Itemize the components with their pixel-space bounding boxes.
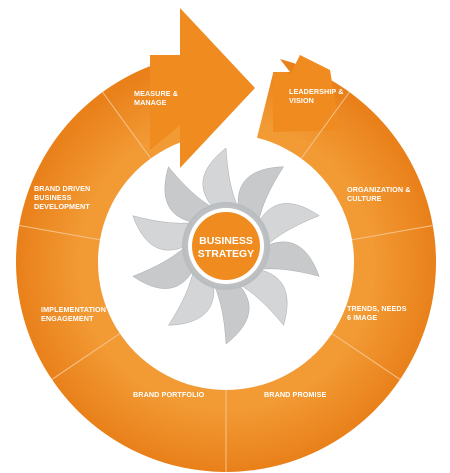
segment-divider xyxy=(19,225,101,241)
swirl-blade xyxy=(202,147,239,209)
segment-implementation-engagement[interactable]: IMPLEMENTATION & ENGAGEMENT xyxy=(41,305,113,323)
swirl-blade xyxy=(132,215,194,251)
swirl-blade xyxy=(167,269,215,326)
segment-label-line2: MANAGE xyxy=(134,98,167,107)
segment-brand-portfolio[interactable]: BRAND PORTFOLIO xyxy=(133,390,205,399)
segment-label-line2: ENGAGEMENT xyxy=(41,314,94,323)
center-label-line1: BUSINESS xyxy=(199,235,253,247)
segment-divider xyxy=(351,225,433,241)
segment-label-line3: DEVELOPMENT xyxy=(34,202,90,211)
segment-divider xyxy=(300,91,350,159)
segment-leadership-vision[interactable]: LEADERSHIP & VISION xyxy=(289,87,344,105)
segment-label-line1: LEADERSHIP & xyxy=(289,87,344,96)
tail-notch xyxy=(273,50,290,72)
center-circle xyxy=(192,212,260,280)
segment-label-line2: CULTURE xyxy=(347,194,382,203)
segment-brand-driven-business-development[interactable]: BRAND DRIVEN BUSINESS DEVELOPMENT xyxy=(34,184,90,211)
segment-label-line1: BRAND PORTFOLIO xyxy=(133,390,205,399)
swirl-blade xyxy=(258,241,320,277)
segment-label-line1: ORGANIZATION & xyxy=(347,185,411,194)
swirl-blade xyxy=(237,269,288,326)
segment-divider xyxy=(51,333,121,380)
segment-label-line1: MEASURE & xyxy=(134,89,178,98)
segment-label-line1: IMPLEMENTATION & xyxy=(41,305,113,314)
swirl-blade xyxy=(132,245,194,289)
segment-label-line2: BUSINESS xyxy=(34,193,72,202)
segment-measure-manage[interactable]: MEASURE & MANAGE xyxy=(134,89,178,107)
swirl-blade xyxy=(213,283,250,345)
outer-ring xyxy=(15,58,436,472)
swirl-blade xyxy=(237,166,285,223)
segment-label-line1: BRAND PROMISE xyxy=(264,390,327,399)
segment-divider xyxy=(102,91,152,159)
segment-label-line2: VISION xyxy=(289,96,314,105)
cycle-arrow-head xyxy=(150,8,255,168)
segment-organization-culture[interactable]: ORGANIZATION & CULTURE xyxy=(347,185,411,203)
segment-label-line1: TRENDS, NEEDS xyxy=(347,304,407,313)
cycle-arrow-tail xyxy=(273,55,340,132)
swirl-blade xyxy=(164,166,215,223)
segment-label-line1: BRAND DRIVEN xyxy=(34,184,90,193)
segment-trends-needs-image[interactable]: TRENDS, NEEDS 6 IMAGE xyxy=(347,304,407,322)
center-label-line2: STRATEGY xyxy=(198,248,254,260)
segment-divider xyxy=(331,333,401,380)
ring-dividers xyxy=(19,91,433,472)
swirl-blade xyxy=(258,203,320,247)
segment-label-line2: 6 IMAGE xyxy=(347,313,377,322)
segment-brand-promise[interactable]: BRAND PROMISE xyxy=(264,390,327,399)
